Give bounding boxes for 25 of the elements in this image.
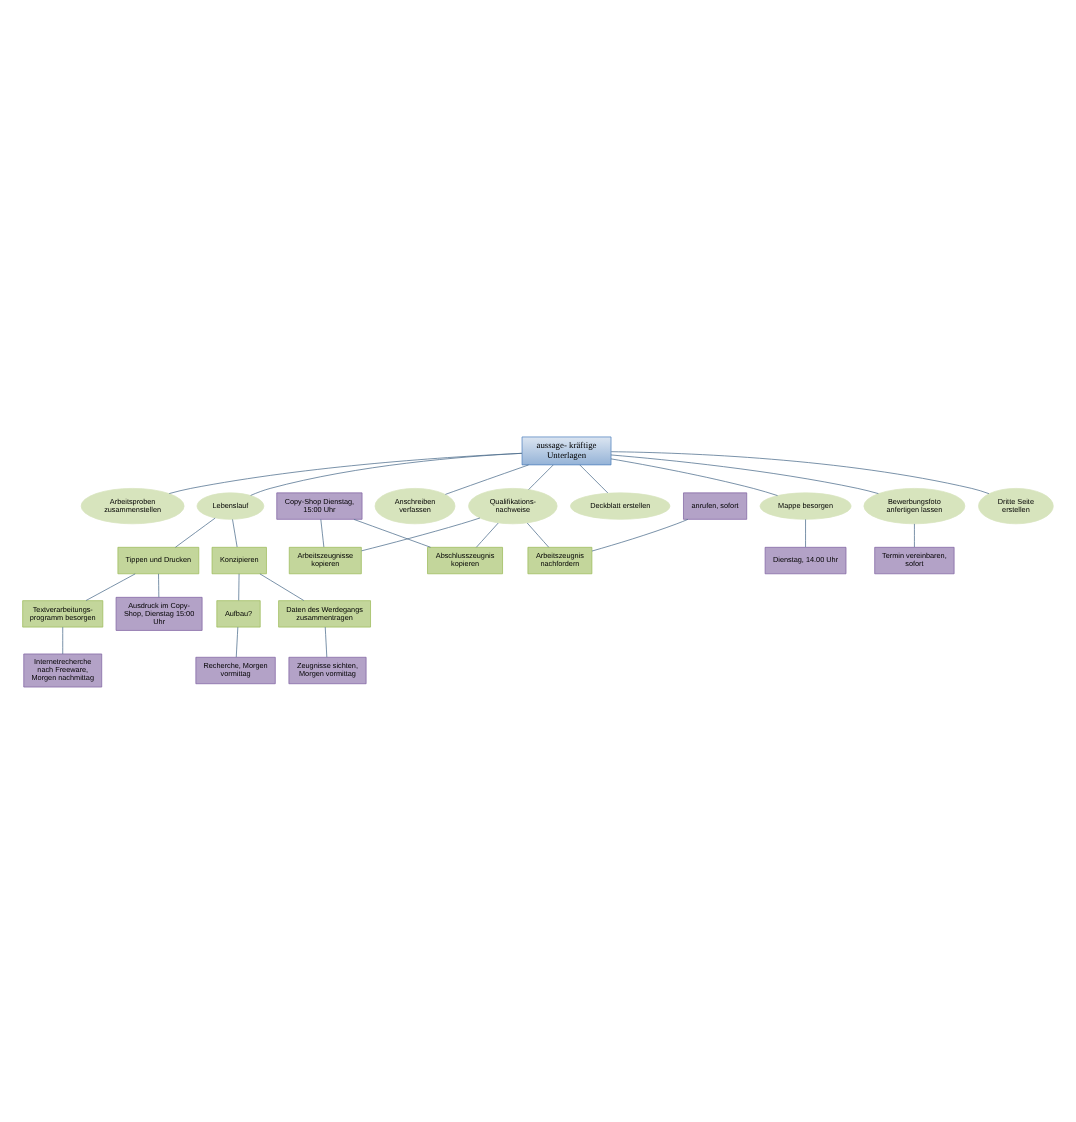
connector [85,572,136,600]
connector [353,518,431,547]
connector [445,463,529,494]
connector [62,625,64,654]
connector [805,518,806,547]
connector [250,451,523,495]
connector [610,457,778,495]
connector [361,516,481,551]
connector [591,518,689,551]
connector [610,453,879,493]
connector [528,463,554,489]
connector [158,572,160,597]
connector [579,463,609,493]
connector [320,518,325,547]
connector [232,518,238,547]
connector [235,625,239,657]
connector [526,521,550,547]
connector [476,521,499,547]
connector [238,572,240,600]
connector [259,572,305,600]
connector [610,450,990,494]
connector [324,625,328,657]
connector [175,516,216,547]
connector [168,451,523,493]
connector [914,522,915,547]
